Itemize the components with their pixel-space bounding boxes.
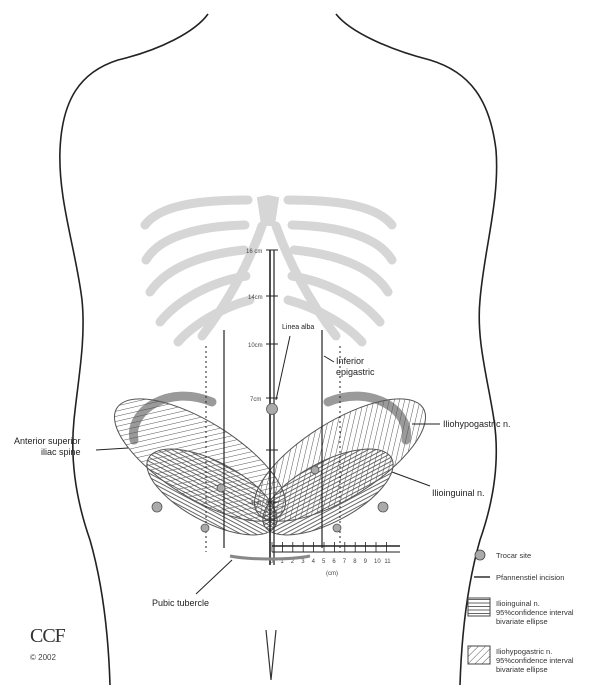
body-outline-left — [60, 14, 208, 685]
ccf-logo: CCF — [30, 625, 65, 648]
vtick-7: 7cm — [250, 397, 261, 403]
label-linea-alba: Linea alba — [282, 322, 314, 333]
hruler-tick-label: 7 — [343, 559, 347, 565]
hruler-tick-label: 6 — [332, 559, 336, 565]
label-iliohypogastric-n: Iliohypogastric n. — [443, 419, 511, 430]
hruler-tick-label: 4 — [312, 559, 316, 565]
legend-iliohypogastric: Iliohypogastric n. 95%confidence interva… — [496, 647, 574, 674]
hruler-tick-label: 2 — [291, 559, 295, 565]
navel-marker — [266, 630, 276, 680]
vtick-10: 10cm — [248, 343, 263, 349]
legend-trocar-site: Trocar site — [496, 551, 531, 560]
rib-cage — [145, 196, 392, 342]
vtick-4: 4cm — [250, 501, 261, 507]
legend-pfannenstiel: Pfannenstiel incision — [496, 573, 564, 582]
label-ilioinguinal-n: Ilioinguinal n. — [432, 488, 485, 499]
legend-symbols — [468, 550, 490, 664]
hruler-unit: (cm) — [326, 571, 338, 577]
vtick-14: 14cm — [248, 295, 263, 301]
hruler-tick-label: 8 — [353, 559, 357, 565]
copyright-text: © 2002 — [30, 653, 56, 662]
vtick-16: 16 cm — [246, 249, 262, 255]
body-outline-right — [336, 14, 497, 685]
label-pubic-tubercle: Pubic tubercle — [152, 598, 209, 609]
label-asis: Anterior superior iliac spine — [14, 436, 81, 458]
label-inferior-epigastric: Inferior epigastric — [336, 356, 375, 378]
legend-ilioinguinal: Ilioinguinal n. 95%confidence interval b… — [496, 599, 574, 626]
hruler-tick-label: 5 — [322, 559, 326, 565]
hruler-tick-label: 11 — [384, 559, 391, 565]
hruler-tick-label: 10 — [374, 559, 381, 565]
hruler-tick-label: 3 — [301, 559, 305, 565]
hruler-tick-label: 9 — [364, 559, 368, 565]
